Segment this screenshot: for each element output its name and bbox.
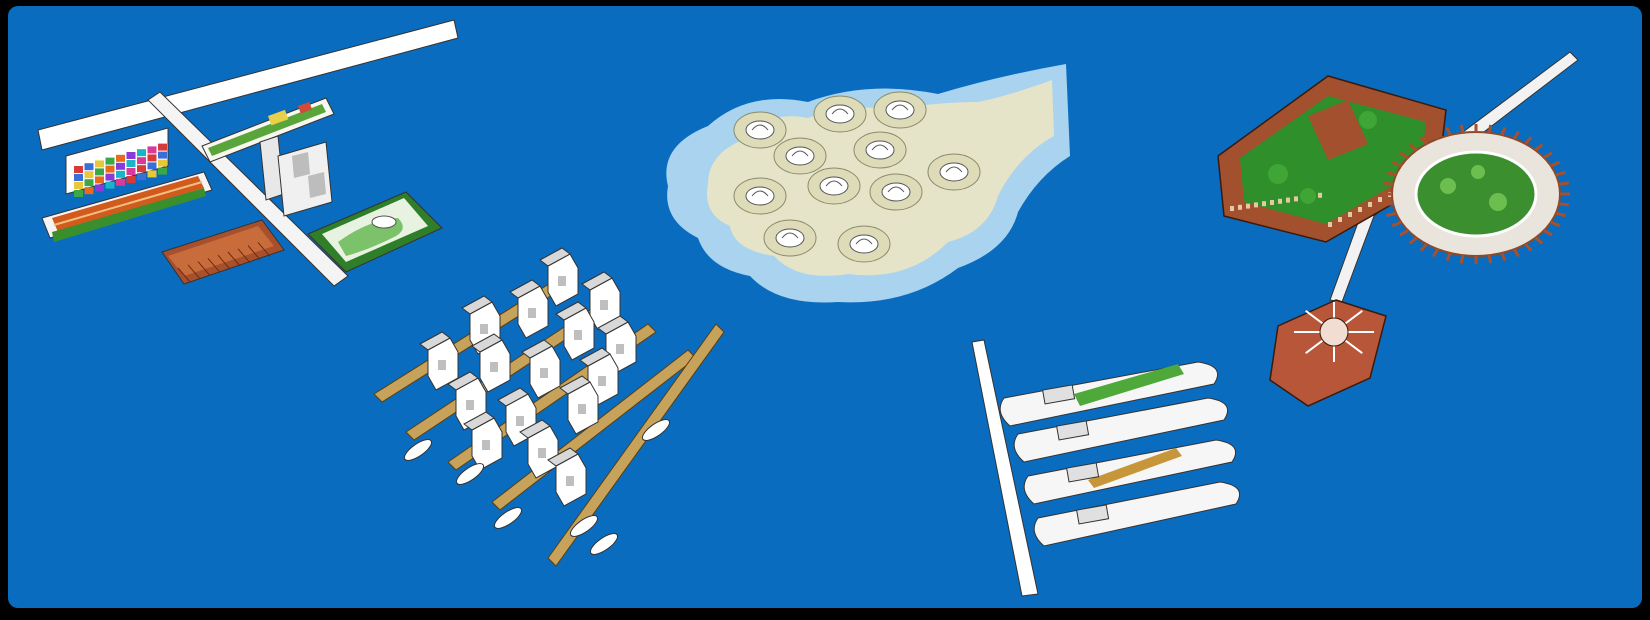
- market-cell: [74, 166, 83, 173]
- fort-window: [1230, 206, 1234, 211]
- market-cell: [148, 154, 157, 161]
- islet: [838, 226, 890, 262]
- market-cell: [148, 170, 157, 177]
- islet: [734, 178, 786, 214]
- ring-fort-buttress: [1461, 255, 1463, 263]
- fort-window: [1246, 204, 1250, 209]
- ring-fort-buttress: [1461, 125, 1463, 133]
- market-cell: [148, 146, 157, 153]
- market-cell: [158, 168, 167, 175]
- islet: [928, 154, 980, 190]
- islet: [814, 96, 866, 132]
- fort-window: [1348, 212, 1352, 217]
- market-cell: [85, 163, 94, 170]
- market-cell: [74, 190, 83, 197]
- market-cell: [116, 163, 125, 170]
- market-cell: [85, 187, 94, 194]
- fort-window: [1358, 207, 1362, 212]
- ring-fort-buttress: [1489, 255, 1491, 263]
- market-cell: [116, 171, 125, 178]
- market-cell: [116, 155, 125, 162]
- market-cell: [106, 174, 115, 181]
- market-cell: [74, 174, 83, 181]
- market-cell: [127, 168, 136, 175]
- market-cell: [106, 166, 115, 173]
- illustration-panel: [8, 6, 1642, 608]
- market-cell: [74, 182, 83, 189]
- islet: [734, 112, 786, 148]
- ring-fort-buttress: [1383, 204, 1393, 205]
- ring-fort-buttress: [1383, 183, 1393, 184]
- market-cell: [137, 149, 146, 156]
- islet: [870, 174, 922, 210]
- market-cell: [95, 160, 104, 167]
- market-cell: [106, 182, 115, 189]
- market-cell: [158, 144, 167, 151]
- ring-fort-buttress: [1489, 125, 1491, 133]
- market-cell: [148, 162, 157, 169]
- market-cell: [106, 158, 115, 165]
- market-cell: [95, 176, 104, 183]
- fort-window: [1368, 202, 1372, 207]
- fort-window: [1328, 222, 1332, 227]
- fort-window: [1378, 197, 1382, 202]
- market-cell: [85, 179, 94, 186]
- fort-window: [1318, 193, 1322, 198]
- ring-fort-buttress: [1559, 183, 1569, 184]
- fort-window: [1294, 196, 1298, 201]
- islet: [774, 138, 826, 174]
- market-cell: [158, 152, 167, 159]
- fort-window: [1286, 198, 1290, 203]
- islet: [854, 132, 906, 168]
- scene-svg: [8, 6, 1642, 608]
- islet: [764, 220, 816, 256]
- fort-window: [1270, 200, 1274, 205]
- market-cell: [127, 176, 136, 183]
- islet: [808, 168, 860, 204]
- market-cell: [116, 179, 125, 186]
- market-cell: [127, 160, 136, 167]
- fort-window: [1262, 201, 1266, 206]
- market-cell: [127, 152, 136, 159]
- market-cell: [95, 168, 104, 175]
- fort-window: [1238, 205, 1242, 210]
- ring-fort-buttress: [1559, 204, 1569, 205]
- market-cell: [137, 173, 146, 180]
- market-cell: [137, 165, 146, 172]
- ring-fort: [1382, 124, 1570, 264]
- fort-window: [1278, 199, 1282, 204]
- islet: [874, 92, 926, 128]
- fort-window: [1254, 202, 1258, 207]
- market-cell: [137, 157, 146, 164]
- fort-window: [1338, 217, 1342, 222]
- market-cell: [158, 160, 167, 167]
- market-cell: [85, 171, 94, 178]
- market-cell: [95, 184, 104, 191]
